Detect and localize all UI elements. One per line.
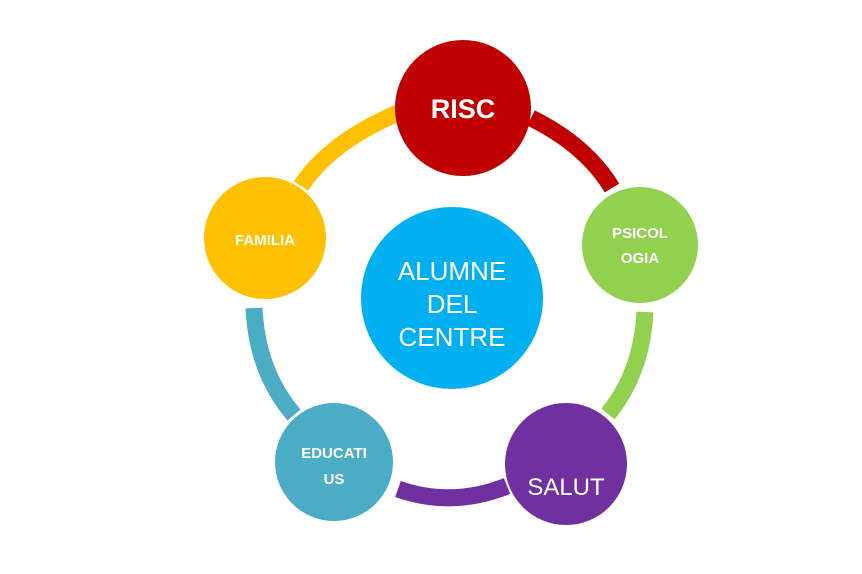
psicologia-circle [582,187,698,303]
familia-circle [204,177,326,299]
risc-label: RISC [431,94,496,124]
arc-familia-risc [293,105,402,191]
node-educatius: EDUCATI US [275,403,393,521]
center-node: ALUMNE DEL CENTRE [361,207,543,389]
center-label-line-1: ALUMNE [398,256,506,286]
psicologia-label-line-2: OGIA [621,250,660,267]
arc-risc-psicologia [527,110,620,193]
salut-circle [505,403,627,525]
node-psicologia: PSICOL OGIA [582,187,698,303]
salut-label: SALUT [527,474,605,501]
node-familia: FAMILIA [204,177,326,299]
arc-educatius-familia [245,307,301,421]
arc-salut-educatius [395,478,511,507]
center-label-line-3: CENTRE [399,322,506,352]
center-label-line-2: DEL [427,289,478,319]
educatius-label-line-2: US [324,471,345,488]
node-salut: SALUT [505,403,627,525]
arc-psicologia-salut [601,311,654,420]
risc-circle [395,40,531,176]
center-circle [361,207,543,389]
cycle-arcs [245,105,654,507]
psicologia-label-line-1: PSICOL [612,225,668,242]
educatius-circle [275,403,393,521]
familia-label: FAMILIA [235,232,295,249]
node-risc: RISC [395,40,531,176]
educatius-label-line-1: EDUCATI [301,445,367,462]
